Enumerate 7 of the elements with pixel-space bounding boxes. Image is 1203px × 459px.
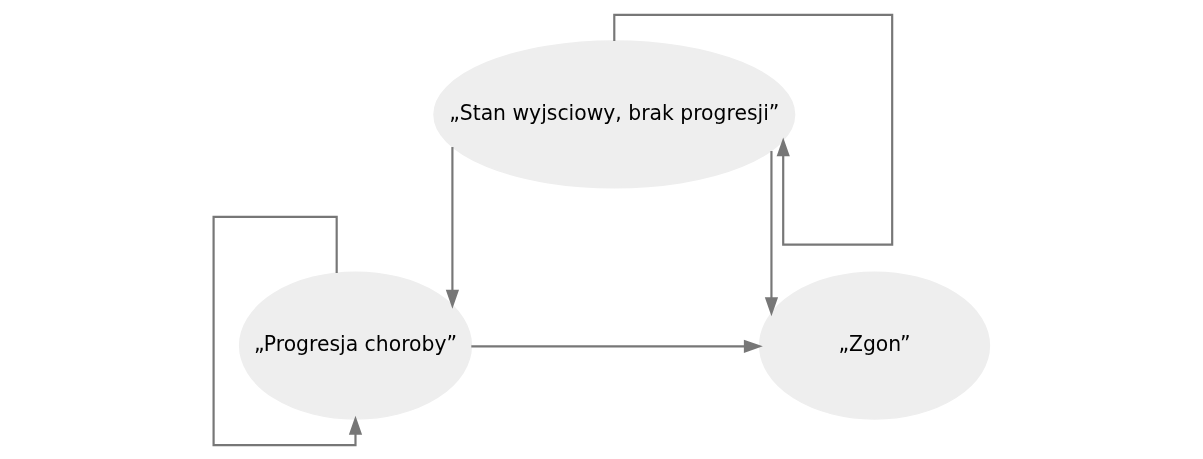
node-ellipse: „Zgon” (758, 270, 991, 420)
arrow (445, 146, 460, 309)
node-ellipse: „Progresja choroby” (238, 270, 473, 420)
arrow (471, 339, 763, 353)
node-ellipse: „Stan wyjsciowy, brak progresji” (433, 39, 796, 189)
arrow (212, 215, 363, 446)
arrow (764, 150, 779, 316)
